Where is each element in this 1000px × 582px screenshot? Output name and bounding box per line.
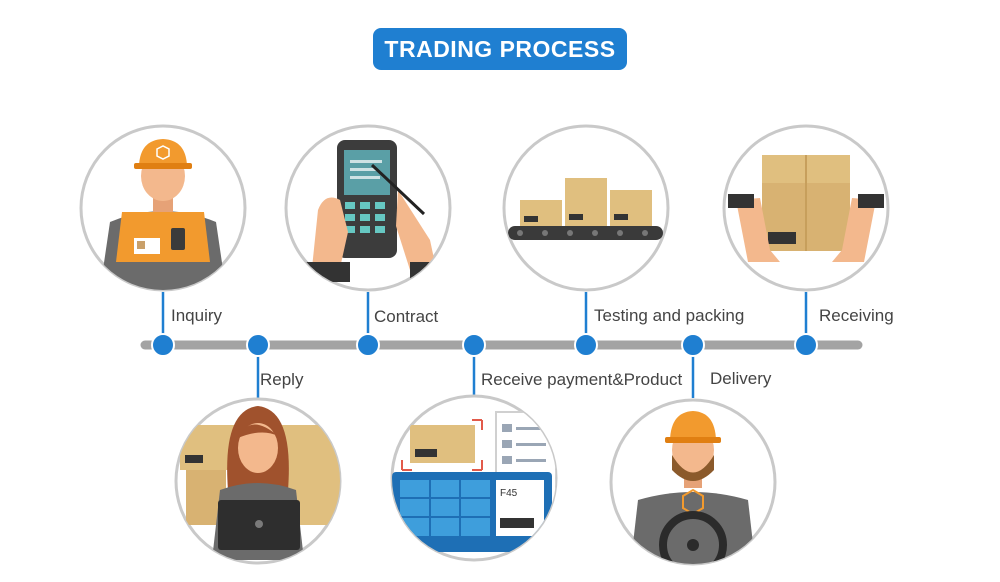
receive-payment-illustration: F45 [390, 394, 558, 562]
timeline-node-delivery [681, 333, 705, 357]
step-label-reply: Reply [260, 370, 304, 389]
page-title: TRADING PROCESS [373, 28, 627, 70]
inquiry-illustration [79, 124, 247, 292]
timeline-node-contract [356, 333, 380, 357]
contract-illustration [284, 124, 452, 292]
step-label-contract: Contract [374, 307, 439, 326]
step-label-inquiry: Inquiry [171, 306, 223, 325]
timeline-node-inquiry [151, 333, 175, 357]
timeline-node-testing [574, 333, 598, 357]
timeline-node-reply [246, 333, 270, 357]
timeline-node-receiving [794, 333, 818, 357]
delivery-code-label: F45 [500, 488, 518, 499]
step-label-receiving: Receiving [819, 306, 894, 325]
delivery-illustration [609, 398, 777, 566]
step-label-delivery: Delivery [710, 369, 772, 388]
testing-packing-illustration [502, 124, 670, 292]
step-label-testing: Testing and packing [594, 306, 744, 325]
receiving-illustration [722, 124, 890, 292]
reply-illustration [174, 397, 342, 565]
step-label-receive-payment: Receive payment&Product [481, 370, 683, 389]
timeline-node-receive-payment [462, 333, 486, 357]
